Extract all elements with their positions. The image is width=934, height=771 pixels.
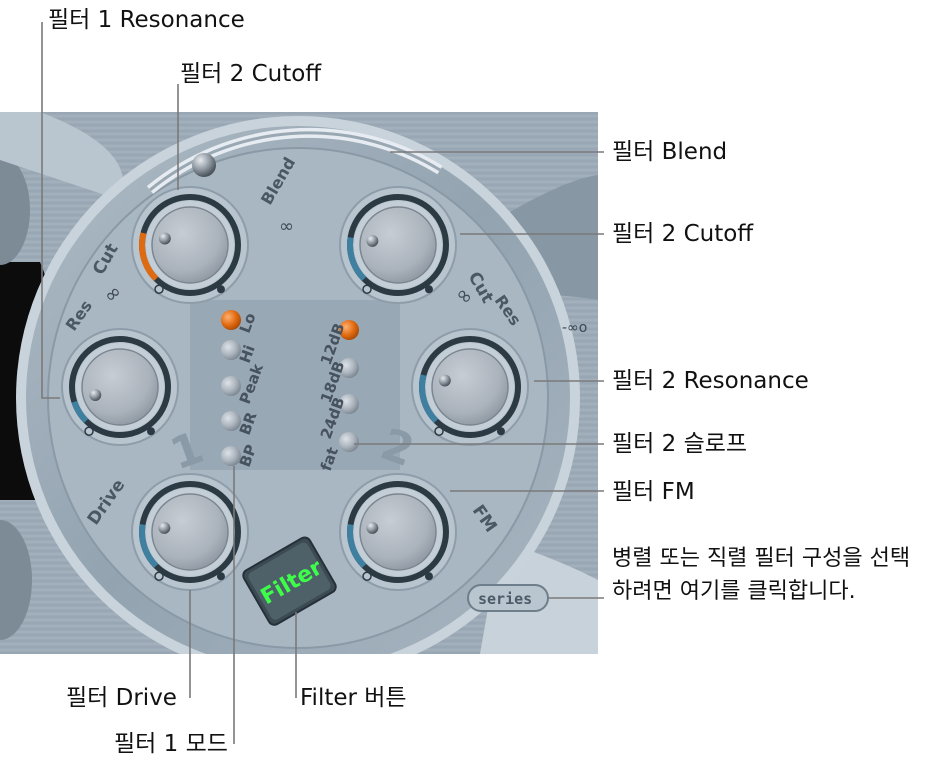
callout-filter-fm: 필터 FM	[612, 479, 695, 505]
mode-label-hi: Hi	[236, 343, 259, 366]
callout-filter2-cutoff-right: 필터 2 Cutoff	[612, 221, 754, 247]
filter2-slope-18db-led[interactable]	[339, 358, 359, 378]
mode-label-lo: Lo	[236, 311, 260, 336]
filter2-slope-12db-led[interactable]	[339, 320, 359, 340]
callout-filter-drive: 필터 Drive	[66, 685, 177, 711]
callout-filter1-mode: 필터 1 모드	[114, 731, 228, 757]
filter2-slope-24db-led[interactable]	[339, 394, 359, 414]
filter1-mode-lo-led[interactable]	[221, 310, 241, 330]
callout-lines	[41, 22, 604, 744]
filter1-mode-br-led[interactable]	[221, 411, 241, 431]
callout-series-parallel: 병렬 또는 직렬 필터 구성을 선택하려면 여기를 클릭합니다.	[612, 546, 911, 604]
filter-button[interactable]: Filter	[241, 535, 338, 627]
filter-drive-knob[interactable]	[131, 473, 249, 591]
filter2-slope-fat-led[interactable]	[339, 432, 359, 452]
filter-fm-knob[interactable]	[339, 473, 457, 591]
filter1-resonance-knob[interactable]	[61, 328, 179, 446]
series-button[interactable]: series	[467, 584, 549, 612]
series-button-label: series	[478, 590, 532, 608]
filter1-mode-bp-led[interactable]	[221, 446, 241, 466]
callout-filter1-resonance: 필터 1 Resonance	[48, 7, 245, 33]
blend-slider-handle[interactable]	[192, 153, 216, 177]
callout-filter2-slope: 필터 2 슬로프	[612, 431, 748, 457]
blend-link-icon: ∞	[279, 216, 294, 237]
filter2-resonance-knob[interactable]	[411, 328, 529, 446]
filter1-cutoff-knob[interactable]	[131, 186, 249, 304]
callout-filter2-resonance: 필터 2 Resonance	[612, 368, 809, 394]
filter1-mode-peak-led[interactable]	[221, 376, 241, 396]
callout-filter-button: Filter 버튼	[300, 685, 407, 711]
callout-filter2-cutoff-top: 필터 2 Cutoff	[180, 61, 322, 87]
filter1-mode-hi-led[interactable]	[221, 340, 241, 360]
filter2-cutoff-knob[interactable]	[339, 186, 457, 304]
callout-filter-blend: 필터 Blend	[612, 139, 728, 165]
svg-text:-∞o: -∞o	[562, 320, 587, 336]
